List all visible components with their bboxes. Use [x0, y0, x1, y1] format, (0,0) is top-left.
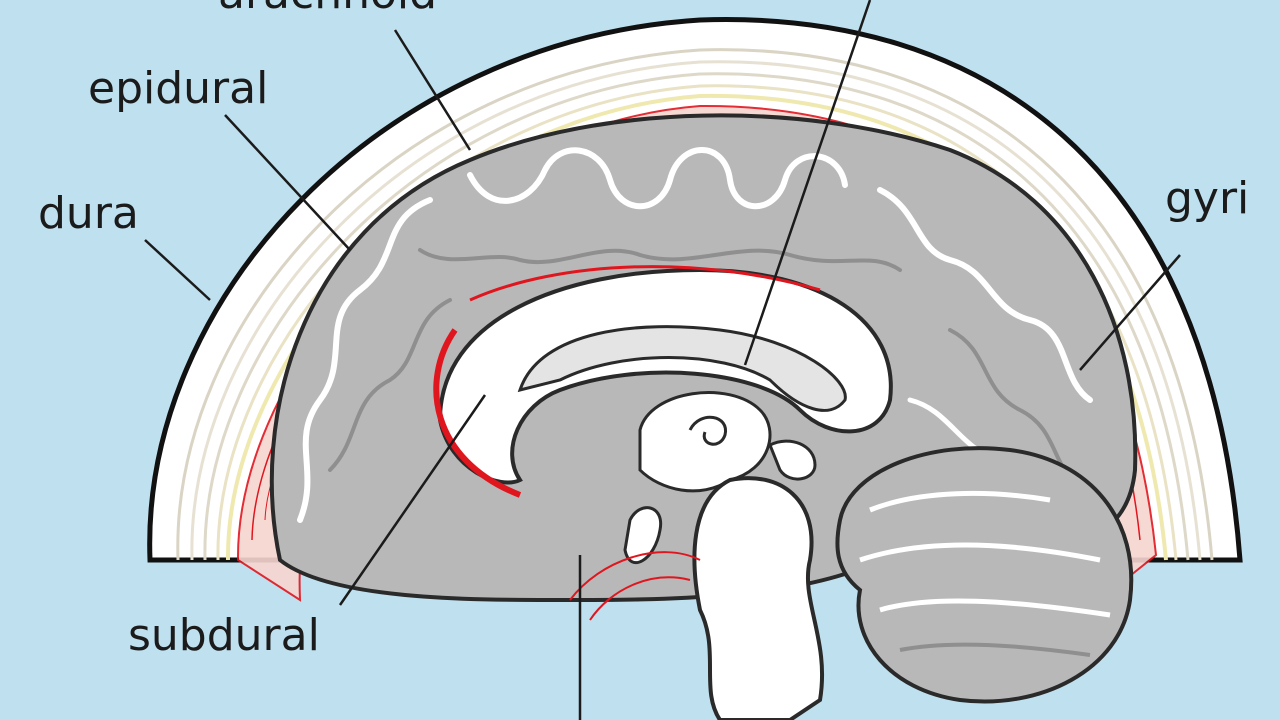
- brainstem: [569, 476, 825, 720]
- label-gyri: gyri: [1165, 173, 1249, 224]
- leader-arachnoid: [393, 29, 472, 151]
- label-epidural: epidural: [88, 63, 268, 114]
- leader-top: [743, 0, 872, 366]
- cerebellum: [835, 446, 1134, 704]
- leader-lines: [144, 0, 1181, 720]
- midbrain: [623, 391, 817, 564]
- label-dura: dura: [38, 188, 139, 239]
- corpus-callosum: [433, 265, 893, 498]
- leader-epidural: [224, 114, 351, 251]
- leader-dura: [144, 239, 211, 301]
- leader-subdural: [338, 394, 487, 606]
- label-subdural: subdural: [128, 610, 320, 661]
- label-arachnoid: arachnoid: [218, 0, 437, 19]
- leader-gyri: [1079, 254, 1181, 371]
